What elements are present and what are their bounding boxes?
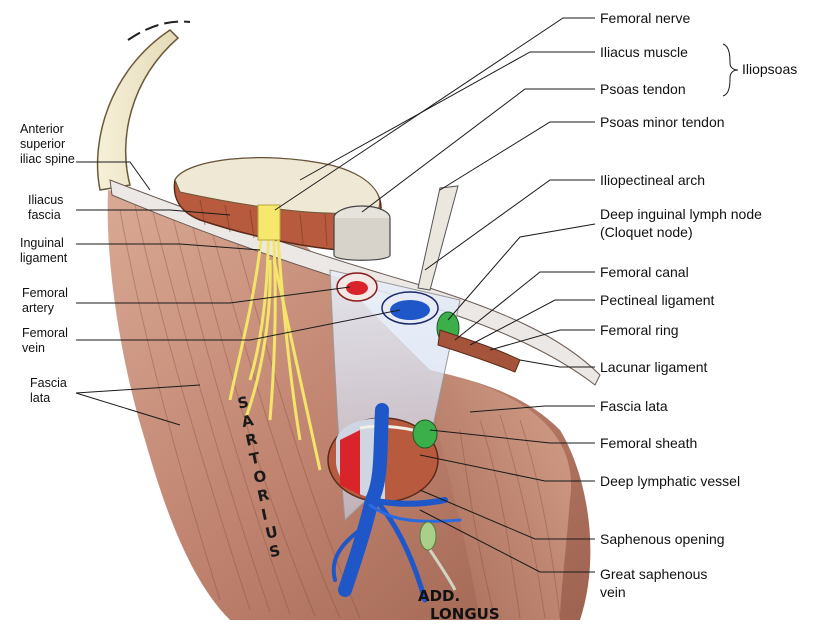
medial-thigh-muscle xyxy=(430,370,572,620)
label-iliopectineal-arch: Iliopectineal arch xyxy=(600,172,706,188)
label-pectineal-ligament: Pectineal ligament xyxy=(600,292,715,308)
label-iliopsoas: Iliopsoas xyxy=(742,61,798,77)
label-femoral-sheath: Femoral sheath xyxy=(600,435,698,451)
label-cloquet-node: (Cloquet node) xyxy=(600,224,693,240)
label-lacunar-ligament: Lacunar ligament xyxy=(600,359,708,375)
label-femoral-ring: Femoral ring xyxy=(600,322,679,338)
psoas-minor-tendon xyxy=(417,185,459,291)
label-iliacus-fascia-1: Iliacus xyxy=(28,193,64,207)
label-saphenous-opening: Saphenous opening xyxy=(600,531,725,547)
label-asis-2: superior xyxy=(20,137,66,151)
leader-lines xyxy=(75,17,739,573)
label-inguinal-ligament-2: ligament xyxy=(20,251,68,265)
add-text: ADD. xyxy=(418,587,461,605)
iliac-crest xyxy=(96,29,180,191)
label-femoral-artery-2: artery xyxy=(22,301,54,315)
label-asis-3: iliac spine xyxy=(20,152,75,166)
label-femoral-artery-1: Femoral xyxy=(22,286,68,300)
label-psoas-minor-tendon: Psoas minor tendon xyxy=(600,114,725,130)
label-fascia-lata-right: Fascia lata xyxy=(600,398,668,414)
label-iliacus-muscle: Iliacus muscle xyxy=(600,44,688,60)
label-asis-1: Anterior xyxy=(20,122,64,136)
label-fascia-lata-left-1: Fascia xyxy=(30,376,67,390)
label-deep-lymphatic-vessel: Deep lymphatic vessel xyxy=(600,473,741,489)
label-iliacus-fascia-2: fascia xyxy=(28,208,61,222)
label-inguinal-ligament-1: Inguinal xyxy=(20,236,64,250)
label-femoral-vein-2: vein xyxy=(22,341,45,355)
label-great-saphenous: Great saphenous xyxy=(600,566,708,582)
label-deep-inguinal-node: Deep inguinal lymph node xyxy=(600,206,762,222)
label-great-saphenous-vein: vein xyxy=(600,584,626,600)
longus-text: LONGUS xyxy=(430,605,500,623)
label-femoral-canal: Femoral canal xyxy=(600,264,689,280)
label-fascia-lata-left-2: lata xyxy=(30,391,51,405)
label-femoral-vein-1: Femoral xyxy=(22,326,68,340)
great-saphenous-vein xyxy=(331,403,462,603)
label-psoas-tendon: Psoas tendon xyxy=(600,81,686,97)
label-femoral-nerve: Femoral nerve xyxy=(600,10,691,26)
pectineal-ligament xyxy=(437,329,521,373)
